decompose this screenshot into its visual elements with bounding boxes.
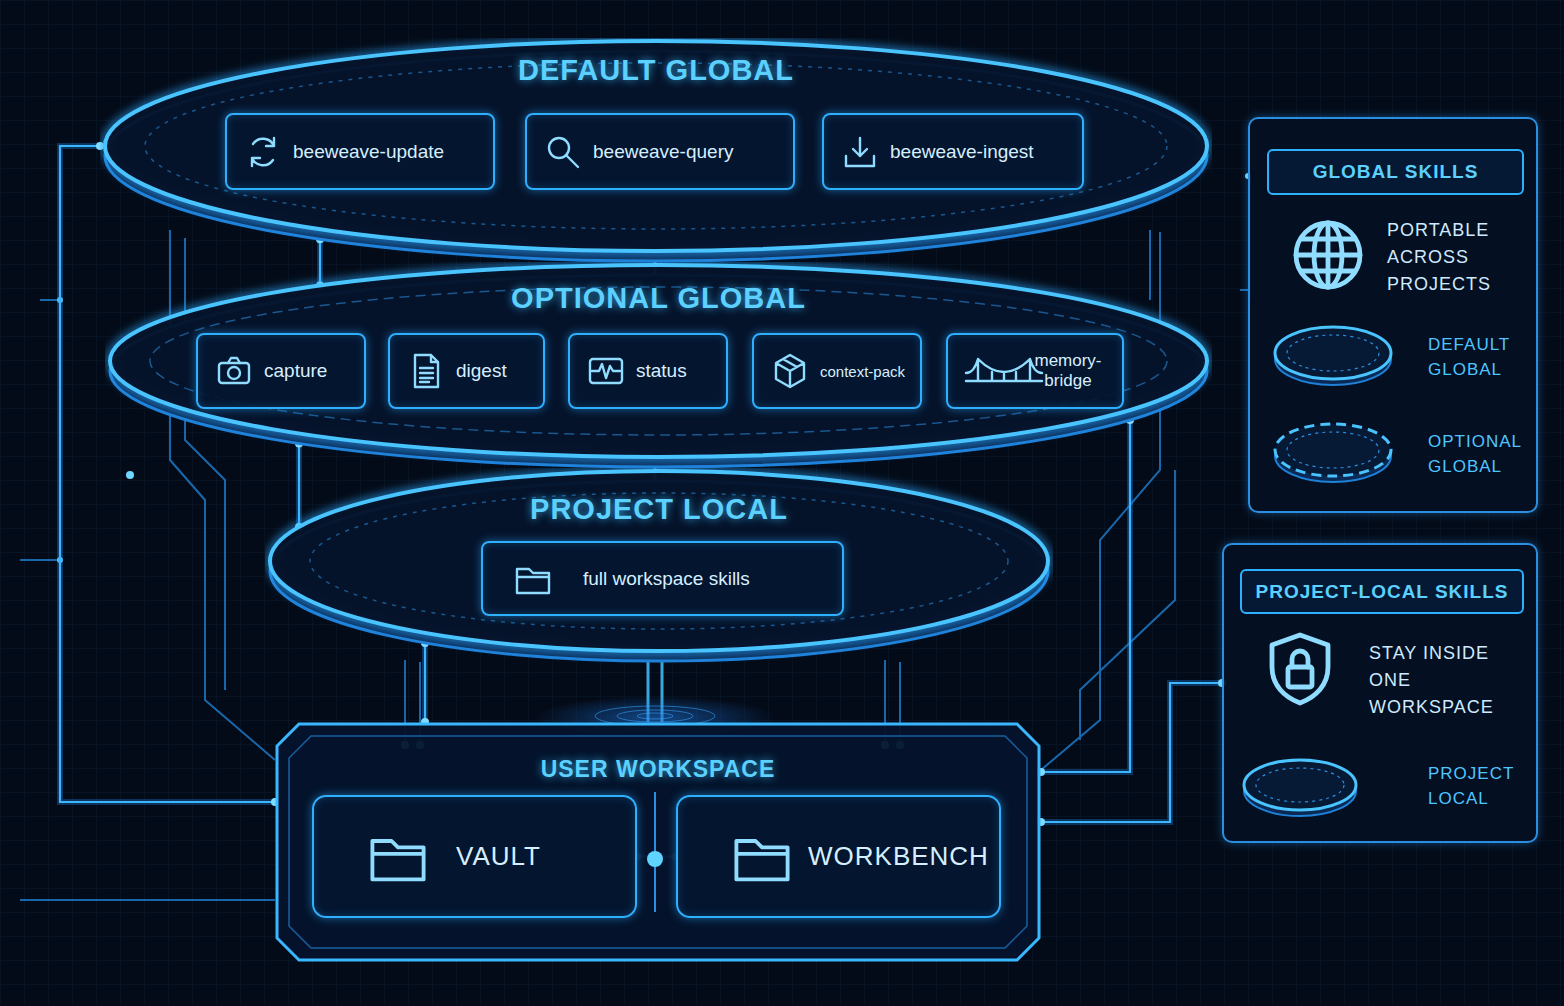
workspace-title: USER WORKSPACE [275, 756, 1041, 783]
globe-icon [1288, 215, 1368, 295]
legend-sample [1238, 752, 1362, 826]
folder-box: WORKBENCH [676, 795, 1001, 918]
layer-title: PROJECT LOCAL [265, 493, 1053, 526]
skill-box: beeweave-ingest [822, 113, 1084, 190]
connector-wire [60, 142, 279, 806]
folder-icon [730, 825, 794, 889]
legend-sample [1269, 319, 1397, 395]
skill-label: beeweave-query [593, 141, 733, 163]
panel-heading: PROJECT-LOCAL SKILLS [1256, 581, 1509, 603]
download-icon [840, 132, 880, 172]
doc-icon [406, 351, 446, 391]
pulse-icon [586, 351, 626, 391]
skill-label: digest [456, 360, 507, 382]
folder-icon [366, 825, 430, 889]
panel-heading: GLOBAL SKILLS [1313, 161, 1479, 183]
skill-box: full workspace skills [481, 541, 844, 616]
skill-box: beeweave-query [525, 113, 795, 190]
panel-note: STAY INSIDE ONE WORKSPACE [1369, 640, 1509, 721]
legend-label: PROJECT LOCAL [1428, 762, 1528, 811]
connector-wire [421, 639, 429, 726]
connector-wire [1037, 416, 1134, 776]
skill-label: memory-bridge [1026, 351, 1110, 392]
layer-title: DEFAULT GLOBAL [100, 54, 1212, 87]
bridge-icon [964, 351, 1044, 391]
folder-icon [513, 559, 553, 599]
skill-label: capture [264, 360, 327, 382]
shield-icon [1260, 629, 1340, 709]
camera-icon [214, 351, 254, 391]
skill-label: status [636, 360, 687, 382]
legend-label: OPTIONAL GLOBAL [1428, 430, 1528, 479]
skill-box: digest [388, 333, 545, 409]
panel-heading-box: GLOBAL SKILLS [1267, 149, 1524, 195]
skill-box: context-pack [752, 333, 922, 409]
skill-label: beeweave-update [293, 141, 444, 163]
skill-box: memory-bridge [946, 333, 1124, 409]
skill-label: full workspace skills [583, 568, 750, 590]
skill-box: status [568, 333, 728, 409]
legend-sample [1269, 416, 1397, 492]
layer-ellipse: DEFAULT GLOBAL beeweave-update beeweave-qu… [100, 38, 1212, 268]
cube-icon [770, 351, 810, 391]
connector-wire [295, 440, 303, 531]
skill-box: beeweave-update [225, 113, 495, 190]
panel-heading-box: PROJECT-LOCAL SKILLS [1240, 569, 1524, 614]
folder-label: WORKBENCH [808, 841, 989, 872]
search-icon [543, 132, 583, 172]
skill-label: context-pack [820, 363, 905, 380]
layer-title: OPTIONAL GLOBAL [105, 282, 1212, 315]
layer-ellipse: PROJECT LOCAL full workspace skills [265, 468, 1053, 668]
connector-wire [1037, 679, 1226, 826]
panel-note: PORTABLE ACROSS PROJECTS [1387, 217, 1517, 298]
layer-ellipse: OPTIONAL GLOBAL capture digest status contex… [105, 262, 1212, 474]
legend-label: DEFAULT GLOBAL [1428, 333, 1528, 382]
skill-box: capture [196, 333, 366, 409]
folder-label: VAULT [456, 841, 541, 872]
refresh-icon [243, 132, 283, 172]
skill-label: beeweave-ingest [890, 141, 1034, 163]
folder-box: VAULT [312, 795, 637, 918]
workspace-frame: USER WORKSPACE VAULT WORKBENCH [275, 722, 1041, 962]
